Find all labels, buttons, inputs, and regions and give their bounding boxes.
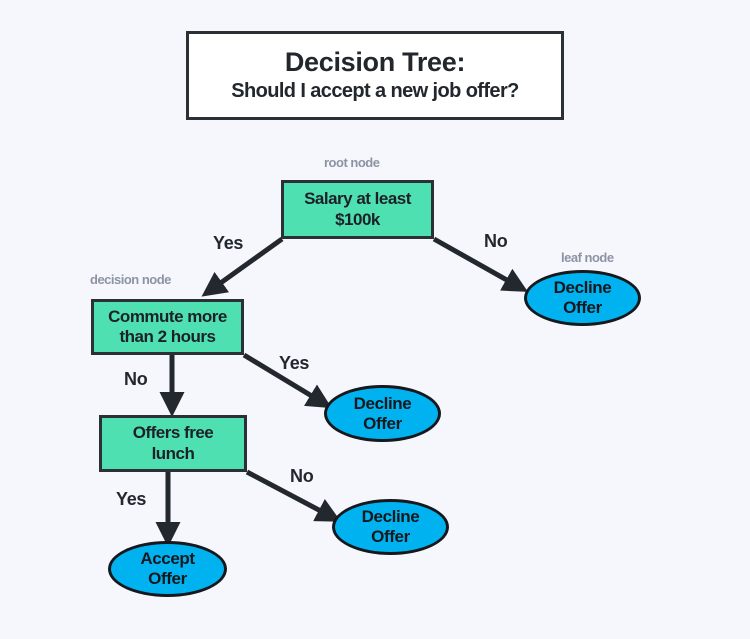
edge-label-commute-yes: Yes [279, 353, 310, 373]
node-decline-offer-top[interactable]: Decline Offer [524, 270, 641, 326]
node-commute-line1: Commute more [108, 306, 227, 326]
node-decline-bottom-line1: Decline [361, 507, 420, 527]
node-decline-offer-bottom[interactable]: Decline Offer [332, 499, 449, 555]
node-lunch-line2: lunch [151, 443, 195, 463]
node-root-salary[interactable]: Salary at least $100k [281, 180, 434, 239]
node-decline-mid-line2: Offer [363, 413, 402, 433]
node-decline-bottom-line2: Offer [371, 527, 410, 546]
diagram-title-main: Decision Tree: [284, 46, 466, 77]
node-offers-free-lunch[interactable]: Offers free lunch [99, 415, 247, 472]
node-lunch-line1: Offers free [132, 423, 214, 443]
edge-label-lunch-yes: Yes [116, 489, 147, 509]
diagram-title-subtitle: Should I accept a new job offer? [231, 80, 519, 103]
edge-label-root-yes: Yes [213, 233, 244, 253]
edge-label-commute-no: No [124, 369, 148, 389]
node-accept-offer[interactable]: Accept Offer [108, 541, 227, 597]
node-commute[interactable]: Commute more than 2 hours [91, 299, 244, 355]
node-accept-line2: Offer [148, 569, 187, 588]
node-root-line2: $100k [335, 209, 380, 229]
node-accept-line1: Accept [140, 549, 195, 569]
node-commute-line2: than 2 hours [119, 327, 216, 346]
annotation-decision-node: decision node [90, 272, 171, 287]
node-root-line1: Salary at least [304, 189, 411, 209]
node-decline-top-line1: Decline [553, 278, 612, 298]
node-decline-offer-middle[interactable]: Decline Offer [324, 385, 441, 442]
edge-label-lunch-no: No [290, 466, 314, 486]
node-decline-mid-line1: Decline [353, 393, 412, 413]
annotation-root-node: root node [324, 155, 380, 170]
annotation-leaf-node: leaf node [561, 250, 614, 265]
edge-root-no [432, 236, 528, 292]
diagram-title-card: Decision Tree: Should I accept a new job… [186, 31, 564, 120]
edge-label-root-no: No [484, 231, 508, 251]
node-decline-top-line2: Offer [563, 298, 602, 317]
